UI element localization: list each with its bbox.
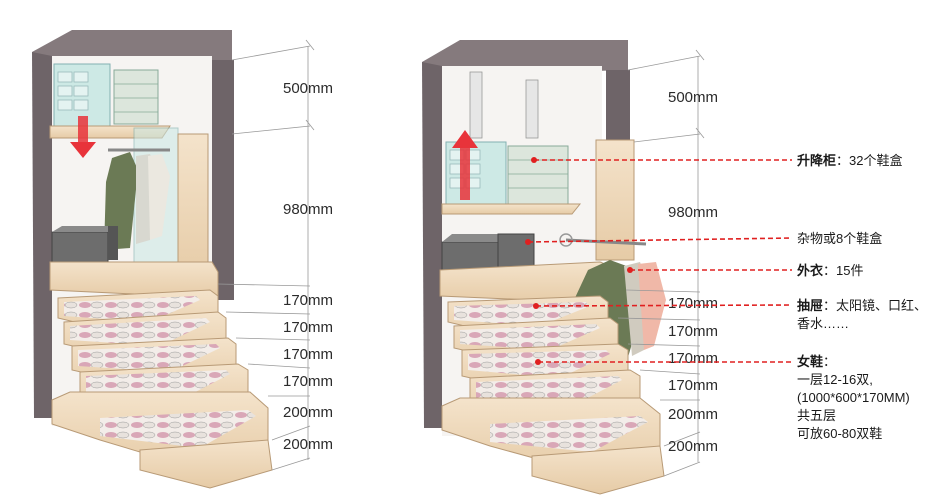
right-dim-170-4: 170mm [668,377,718,394]
right-dim-170-3: 170mm [668,350,718,367]
right-wardrobe [422,40,705,495]
annotation-drawer: 抽屉：太阳镜、口红、 [797,298,927,313]
leader-dots [525,157,633,365]
right-drawers [441,295,665,495]
left-dim-170-4: 170mm [283,373,333,390]
left-dim-500: 500mm [283,80,333,97]
right-dim-200-1: 200mm [668,406,718,423]
left-wardrobe [32,30,315,489]
right-dim-500: 500mm [668,89,718,106]
annotation-misc: 杂物或8个鞋盒 [797,231,882,246]
annotation-shoes-line3: (1000*600*170MM) [797,390,910,405]
left-drawers [51,289,273,489]
leader-lines [527,159,793,363]
left-side-panel [177,133,209,285]
leader-drawer [535,304,793,307]
annotation-outerwear: 外衣：15件 [796,263,863,278]
right-lift-post-right [525,79,539,139]
right-up-arrow-icon [452,130,478,148]
right-dim-980: 980mm [668,204,718,221]
annotation-drawer-line2: 香水…… [797,316,849,331]
left-dim-170-2: 170mm [283,319,333,336]
annotation-lift-cabinet: 升降柜：32个鞋盒 [797,153,902,168]
left-shoe-boxes [113,69,159,125]
left-dim-200-2: 200mm [283,436,333,453]
annotation-shoes: 女鞋： [797,354,836,369]
right-side-wall [422,62,442,428]
right-lift-shelf [441,203,582,215]
annotation-shoes-line4: 共五层 [797,408,836,423]
left-right-wall [210,60,234,300]
left-dress [104,152,138,250]
annotation-shoes-line5: 可放60-80双鞋 [797,426,882,441]
right-dim-200-2: 200mm [668,438,718,455]
left-down-arrow-icon [70,142,96,158]
left-storage-box [51,231,109,263]
right-dimension-lines [617,49,705,477]
annotation-shoes-line2: 一层12-16双, [797,372,873,387]
left-dim-170-1: 170mm [283,292,333,309]
right-right-wall [606,70,630,144]
left-dim-200-1: 200mm [283,404,333,421]
right-shoe-boxes [507,145,569,205]
left-dim-980: 980mm [283,201,333,218]
left-side-wall [32,52,52,418]
leader-misc [527,237,793,243]
left-counter [49,261,219,299]
right-lift-post-left [469,71,483,139]
right-dim-170-1: 170mm [668,295,718,312]
left-dim-170-3: 170mm [283,346,333,363]
right-dim-170-2: 170mm [668,323,718,340]
left-dimension-lines [217,39,315,471]
